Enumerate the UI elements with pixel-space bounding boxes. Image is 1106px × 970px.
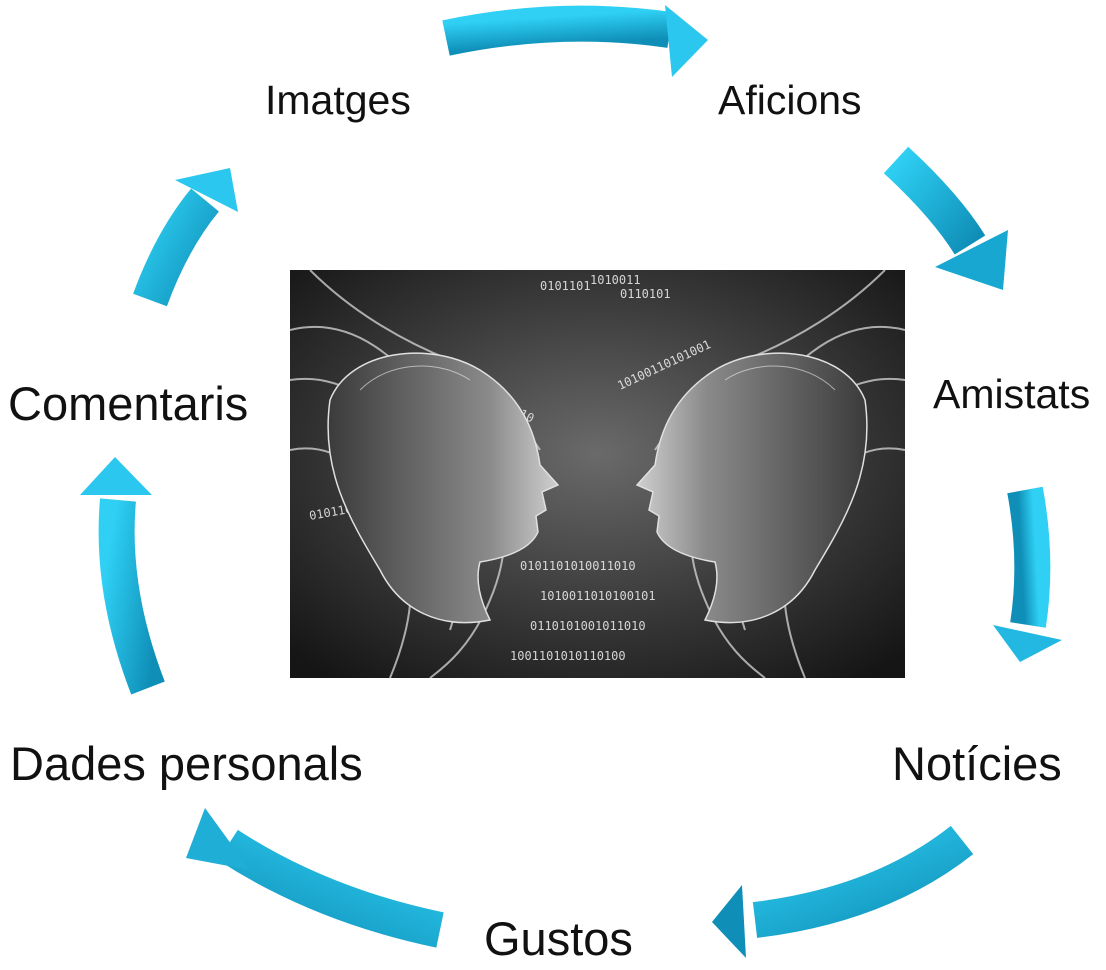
label-noticies: Notícies	[892, 737, 1062, 790]
svg-text:1001101010110100: 1001101010110100	[510, 649, 626, 663]
arrow-imatges-to-aficions-icon	[442, 5, 708, 77]
twin-digital-heads-image: 0101101 1010011 0110101 01011010100110 1…	[290, 270, 905, 678]
svg-text:0110101001011010: 0110101001011010	[530, 619, 646, 633]
left-head-icon	[327, 352, 560, 624]
svg-text:0101101010011010: 0101101010011010	[520, 559, 636, 573]
svg-text:1010011: 1010011	[590, 273, 641, 287]
svg-text:0101101: 0101101	[540, 279, 591, 293]
arrow-amistats-to-noticies-icon	[993, 486, 1062, 662]
arrow-comentaris-to-imatges-icon	[133, 168, 238, 307]
label-gustos: Gustos	[484, 912, 633, 965]
label-amistats: Amistats	[933, 371, 1091, 417]
label-aficions: Aficions	[718, 77, 862, 123]
arrow-noticies-to-gustos-icon	[712, 825, 974, 958]
right-head-icon	[635, 352, 868, 624]
label-imatges: Imatges	[265, 77, 411, 123]
arrow-aficions-to-amistats-icon	[883, 146, 1008, 290]
svg-text:0110101: 0110101	[620, 287, 671, 301]
label-comentaris: Comentaris	[8, 377, 249, 430]
label-dades-personals: Dades personals	[10, 737, 363, 790]
arrow-dades-to-comentaris-icon	[80, 457, 165, 695]
arrow-gustos-to-dades-icon	[186, 808, 444, 948]
svg-text:1010011010100101: 1010011010100101	[540, 589, 656, 603]
